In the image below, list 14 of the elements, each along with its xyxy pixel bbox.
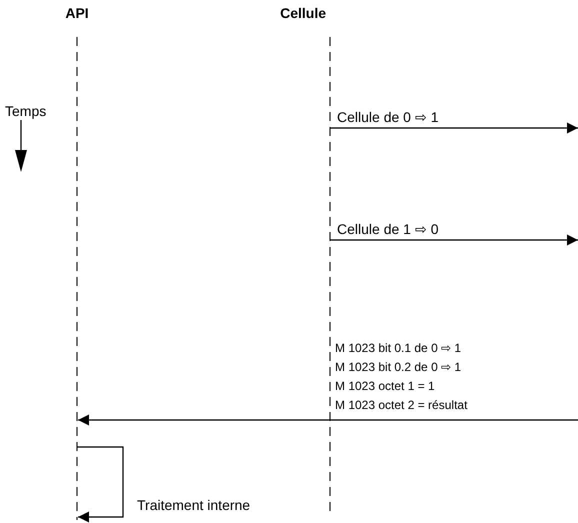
time-label: Temps xyxy=(5,103,46,119)
edge-label: Cellule de 0 ⇨ 1 xyxy=(337,109,439,125)
message-text: M 1023 octet 1 = 1 xyxy=(335,379,435,393)
message-text: M 1023 bit 0.1 de 0 ⇨ 1 xyxy=(335,341,462,355)
message-text: M 1023 octet 2 = résultat xyxy=(335,398,468,412)
edge-label: Traitement interne xyxy=(137,497,250,513)
arrow xyxy=(330,122,578,134)
arrow xyxy=(330,234,578,246)
arrow xyxy=(77,446,124,522)
edge-label: Cellule de 1 ⇨ 0 xyxy=(337,221,439,237)
message-text: M 1023 bit 0.2 de 0 ⇨ 1 xyxy=(335,360,462,374)
participant-label: API xyxy=(64,5,90,21)
participant-label: Cellule xyxy=(279,5,326,21)
arrow xyxy=(78,414,578,426)
